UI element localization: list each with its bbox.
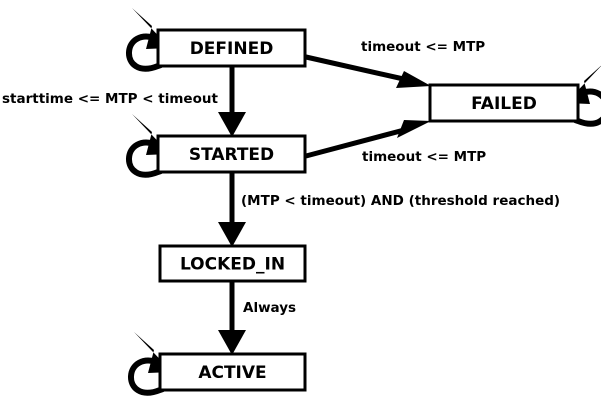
state-box-failed bbox=[428, 83, 580, 123]
edge-defined-to-failed-arrowhead bbox=[396, 71, 431, 88]
edge-label-started-to-locked-in: (MTP < timeout) AND (threshold reached) bbox=[241, 193, 560, 209]
edge-locked-in-to-active[interactable]: Always bbox=[218, 281, 296, 355]
state-label-started: STARTED bbox=[189, 145, 274, 165]
edge-started-to-locked-in[interactable]: (MTP < timeout) AND (threshold reached) bbox=[218, 172, 560, 247]
state-box-defined bbox=[156, 28, 307, 68]
state-label-locked-in: LOCKED_IN bbox=[180, 255, 285, 275]
state-node-failed[interactable]: FAILED bbox=[428, 83, 580, 123]
edge-label-defined-to-failed: timeout <= MTP bbox=[361, 39, 485, 55]
state-label-defined: DEFINED bbox=[190, 39, 274, 59]
state-box-started bbox=[156, 134, 307, 174]
edge-label-started-to-failed: timeout <= MTP bbox=[362, 149, 486, 165]
edge-label-locked-in-to-active: Always bbox=[243, 300, 296, 316]
state-node-active[interactable]: ACTIVE bbox=[158, 352, 307, 392]
edge-defined-to-started[interactable]: starttime <= MTP < timeout bbox=[2, 66, 246, 137]
state-node-started[interactable]: STARTED bbox=[156, 134, 307, 174]
edge-locked-in-to-active-arrowhead bbox=[218, 330, 246, 355]
edge-defined-to-failed[interactable]: timeout <= MTP bbox=[305, 39, 485, 88]
state-box-locked-in bbox=[158, 244, 307, 283]
state-box-active bbox=[158, 352, 307, 392]
edge-started-to-locked-in-arrowhead bbox=[218, 222, 246, 247]
state-label-failed: FAILED bbox=[471, 94, 537, 114]
state-node-locked-in[interactable]: LOCKED_IN bbox=[158, 244, 307, 283]
edge-started-to-failed-arrowhead bbox=[397, 120, 431, 138]
edge-label-defined-to-started: starttime <= MTP < timeout bbox=[2, 91, 218, 107]
edge-started-to-failed-line bbox=[305, 126, 409, 159]
state-label-active: ACTIVE bbox=[198, 363, 266, 383]
edge-started-to-failed[interactable]: timeout <= MTP bbox=[305, 120, 486, 165]
edge-defined-to-started-arrowhead bbox=[218, 112, 246, 137]
edge-defined-to-failed-line bbox=[305, 54, 409, 83]
state-node-defined[interactable]: DEFINED bbox=[156, 28, 307, 68]
